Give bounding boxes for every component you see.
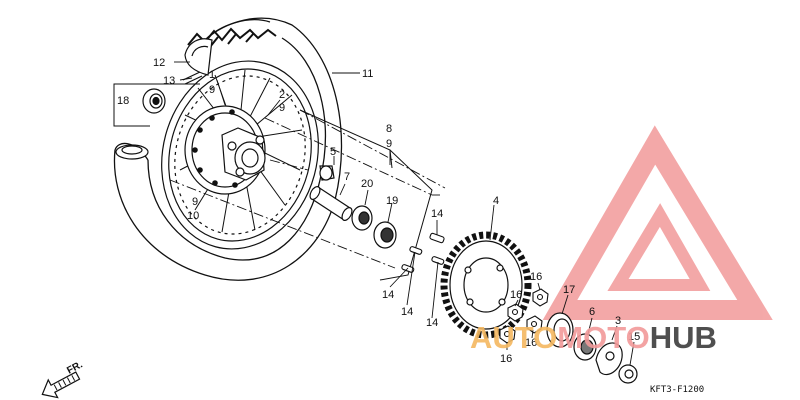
sprocket-4-icon [440, 231, 532, 339]
callout-6: 6 [589, 306, 595, 318]
watermark-prefix: AUTO [470, 320, 557, 355]
callout-17: 17 [563, 284, 575, 296]
callout-9c: 9 [386, 138, 392, 150]
diagram-code: KFT3-F1200 [650, 385, 704, 395]
callout-9a: 9 [209, 84, 215, 96]
hub-icon [184, 105, 266, 195]
callout-16d: 16 [500, 353, 512, 365]
callout-14b: 14 [382, 289, 394, 301]
rim-icon [161, 60, 319, 250]
callout-2: 2 [279, 89, 285, 101]
watermark-logo-icon [542, 125, 773, 320]
callout-3: 3 [615, 315, 621, 327]
flange-17-icon [546, 312, 574, 348]
callout-12: 12 [153, 57, 165, 69]
callout-7: 7 [344, 171, 350, 183]
svg-text:AUTOMOTOHUB: AUTOMOTOHUB [470, 320, 717, 355]
tire-valve-icon [115, 144, 149, 160]
spacer-7-icon [309, 186, 353, 221]
watermark-text: AUTOMOTOHUB [470, 320, 717, 355]
callout-15: 15 [628, 331, 640, 343]
plate-3-icon [595, 342, 623, 376]
nut-16-icon [499, 288, 549, 344]
assembly-axis-lines [169, 109, 446, 269]
callout-20: 20 [361, 178, 373, 190]
callout-16a: 16 [530, 271, 542, 283]
callout-9d: 9 [192, 196, 198, 208]
watermark-suffix: HUB [650, 320, 717, 355]
callout-16b: 16 [510, 289, 522, 301]
axle-nut-15-icon [618, 364, 638, 384]
callout-4: 4 [493, 195, 499, 207]
callout-5: 5 [330, 146, 336, 158]
rim-band-icon [182, 71, 203, 85]
callout-10: 10 [187, 210, 199, 222]
collar-5-icon [319, 165, 335, 181]
watermark-middle: MOTO [557, 320, 649, 355]
callout-14d: 14 [426, 317, 438, 329]
bearing-18-icon [142, 88, 166, 114]
callout-14a: 14 [431, 208, 443, 220]
callout-18: 18 [117, 95, 129, 107]
callout-14c: 14 [401, 306, 413, 318]
bracket-18 [113, 83, 200, 127]
callout-8: 8 [386, 123, 392, 135]
direction-label: FR. [65, 359, 85, 376]
callout-labels: 12 13 1 9 18 11 2 9 8 9 5 7 20 19 4 9 10… [117, 57, 640, 365]
callout-9b: 9 [279, 102, 285, 114]
tube-icon [184, 38, 213, 76]
bearing-20-icon [351, 205, 373, 231]
seal-19-icon [373, 221, 397, 249]
collar-6-icon [573, 333, 597, 361]
callout-16c: 16 [525, 337, 537, 349]
callout-19: 19 [386, 195, 398, 207]
callout-1: 1 [209, 69, 215, 81]
front-arrow-icon: FR. [41, 359, 85, 399]
leader-lines [174, 61, 635, 366]
bolt-14-icon [401, 232, 445, 273]
callout-11: 11 [362, 68, 373, 80]
callout-13: 13 [163, 75, 175, 87]
